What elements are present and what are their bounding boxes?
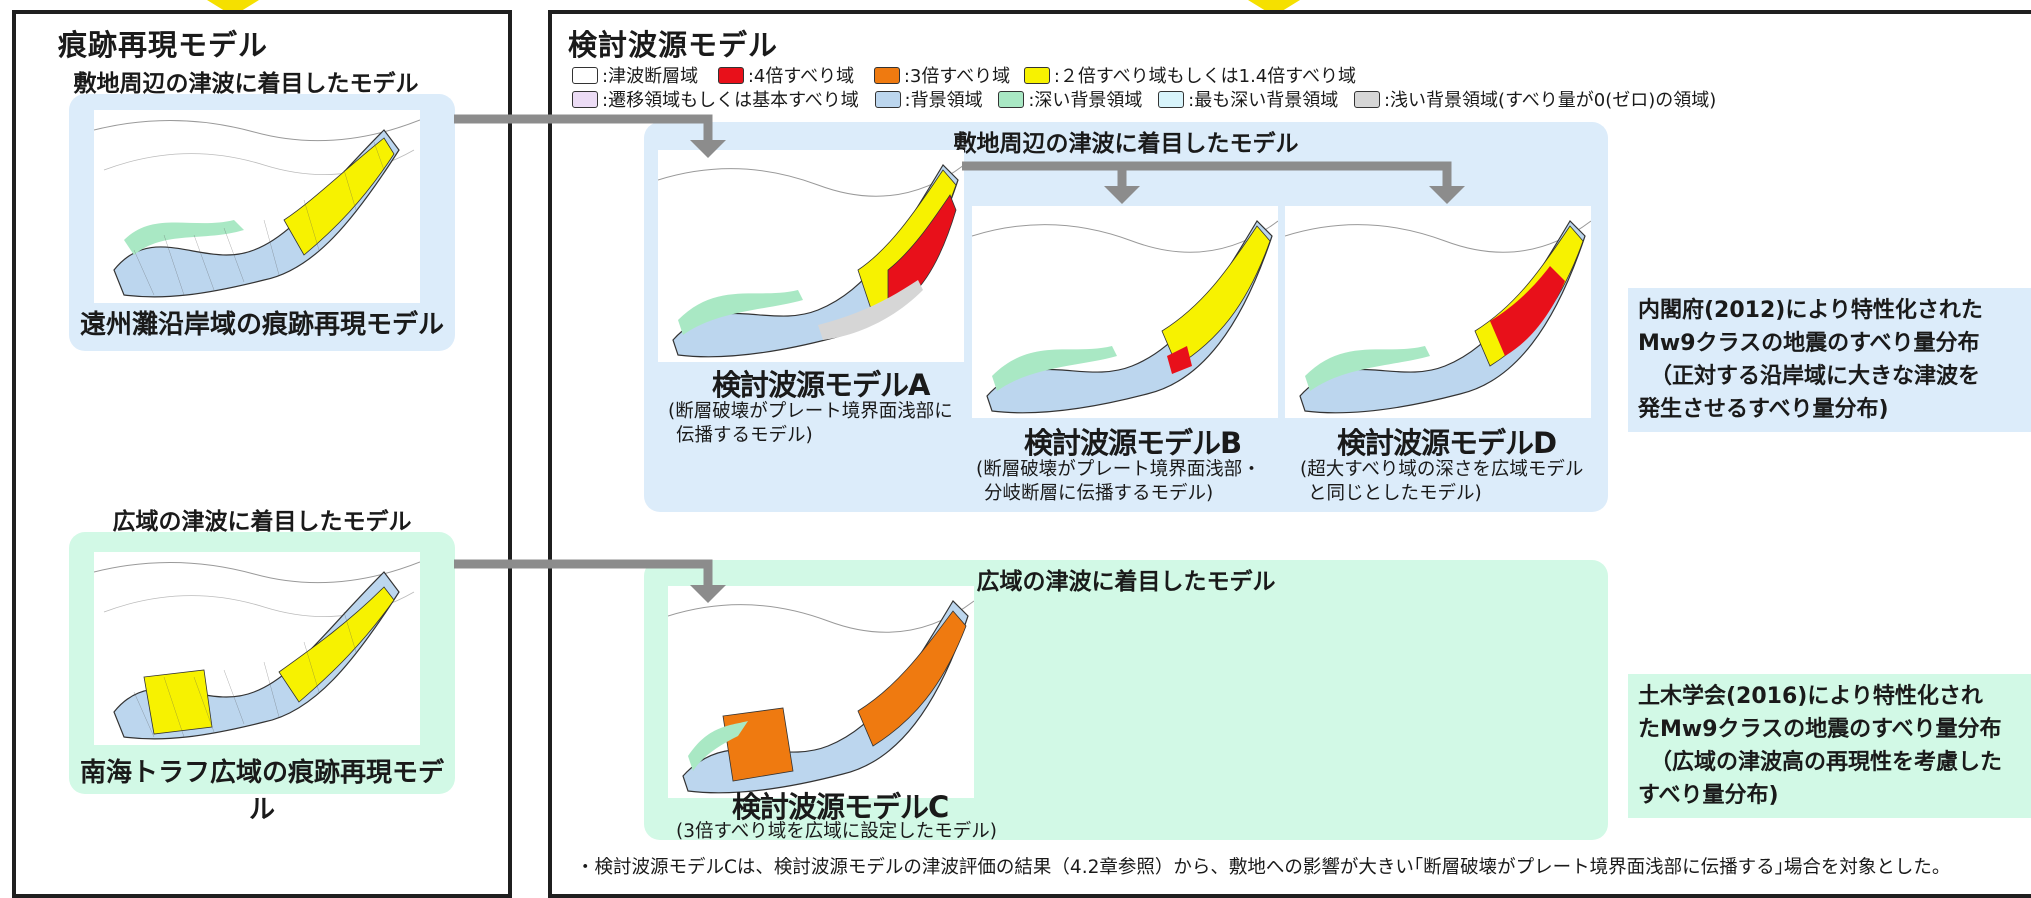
trace-reproduction-panel: 痕跡再現モデル 敷地周辺の津波に着目したモデル 遠州灘沿岸域の痕跡再現モデル 広…	[12, 10, 512, 898]
model-c-desc: (3倍すべり域を広域に設定したモデル)	[676, 821, 997, 842]
arrow-nankai-to-c	[454, 559, 713, 590]
legend-swatch	[572, 91, 598, 108]
bottom-subtitle: 広域の津波に着目したモデル	[112, 509, 412, 535]
legend-item: :4倍すべり域	[717, 66, 854, 87]
model-c-map	[668, 586, 974, 798]
model-b-name: 検討波源モデルB	[1024, 426, 1242, 460]
model-d-map	[1285, 206, 1591, 418]
top-subtitle: 敷地周辺の津波に着目したモデル	[73, 71, 419, 97]
model-a-name: 検討波源モデルA	[712, 368, 930, 402]
legend-swatch	[874, 91, 901, 108]
wide-area-heading: 広域の津波に着目したモデル	[976, 569, 1276, 595]
cabinet-office-note: 内閣府(2012)により特性化された Mw9クラスの地震のすべり量分布 （正対す…	[1628, 288, 2031, 432]
legend-row-1: :津波断層域 :4倍すべり域 :3倍すべり域 :２倍すべり域もしくは1.4倍すべ…	[572, 62, 1356, 88]
bottom-model-label: 南海トラフ広域の痕跡再現モデル	[79, 758, 444, 825]
model-a-desc: (断層破壊がプレート境界面浅部に 伝播するモデル)	[668, 401, 953, 446]
legend-row-2: :遷移領域もしくは基本すべり域 :背景領域 :深い背景領域 :最も深い背景領域 …	[572, 86, 1716, 112]
legend-swatch	[572, 67, 598, 84]
legend-item: :２倍すべり域もしくは1.4倍すべり域	[1023, 66, 1356, 87]
legend-item: :深い背景領域	[998, 90, 1142, 111]
legend-item: :最も深い背景領域	[1158, 90, 1338, 111]
arrow-enshu-to-a	[454, 114, 713, 145]
legend-swatch	[1353, 91, 1380, 108]
top-model-label: 遠州灘沿岸域の痕跡再現モデル	[79, 310, 444, 340]
jsce-note: 土木学会(2016)により特性化され たMw9クラスの地震のすべり量分布 （広域…	[1628, 674, 2031, 818]
legend-swatch	[717, 67, 744, 84]
arrow-to-d	[962, 161, 1452, 190]
model-b-map	[972, 206, 1278, 418]
panel-title: 検討波源モデル	[568, 28, 779, 62]
legend-swatch	[1023, 67, 1050, 84]
enshu-model-map	[94, 110, 420, 303]
legend-item: :津波断層域	[572, 66, 698, 87]
legend-item: :背景領域	[874, 90, 983, 111]
model-c-name: 検討波源モデルC	[732, 790, 949, 824]
nankai-model-map	[94, 552, 420, 745]
connector-arrows	[454, 114, 1465, 603]
site-focus-heading: 敷地周辺の津波に着目したモデル	[953, 131, 1299, 157]
source-model-panel: 検討波源モデル :津波断層域 :4倍すべり域 :3倍すべり域 :２倍すべり域もし…	[548, 10, 2031, 898]
legend-item: :遷移領域もしくは基本すべり域	[572, 90, 859, 111]
model-d-desc: (超大すべり域の深さを広域モデル と同じとしたモデル)	[1300, 459, 1584, 504]
legend-item: :3倍すべり域	[873, 66, 1010, 87]
legend-swatch	[1158, 91, 1185, 108]
legend-swatch	[873, 67, 900, 84]
legend-item: :浅い背景領域(すべり量が0(ゼロ)の領域)	[1353, 90, 1716, 111]
legend-swatch	[998, 91, 1025, 108]
model-b-desc: (断層破壊がプレート境界面浅部・ 分岐断層に伝播するモデル)	[976, 459, 1261, 504]
panel-title: 痕跡再現モデル	[58, 28, 269, 62]
model-a-map	[658, 150, 964, 362]
model-d-name: 検討波源モデルD	[1337, 426, 1557, 460]
